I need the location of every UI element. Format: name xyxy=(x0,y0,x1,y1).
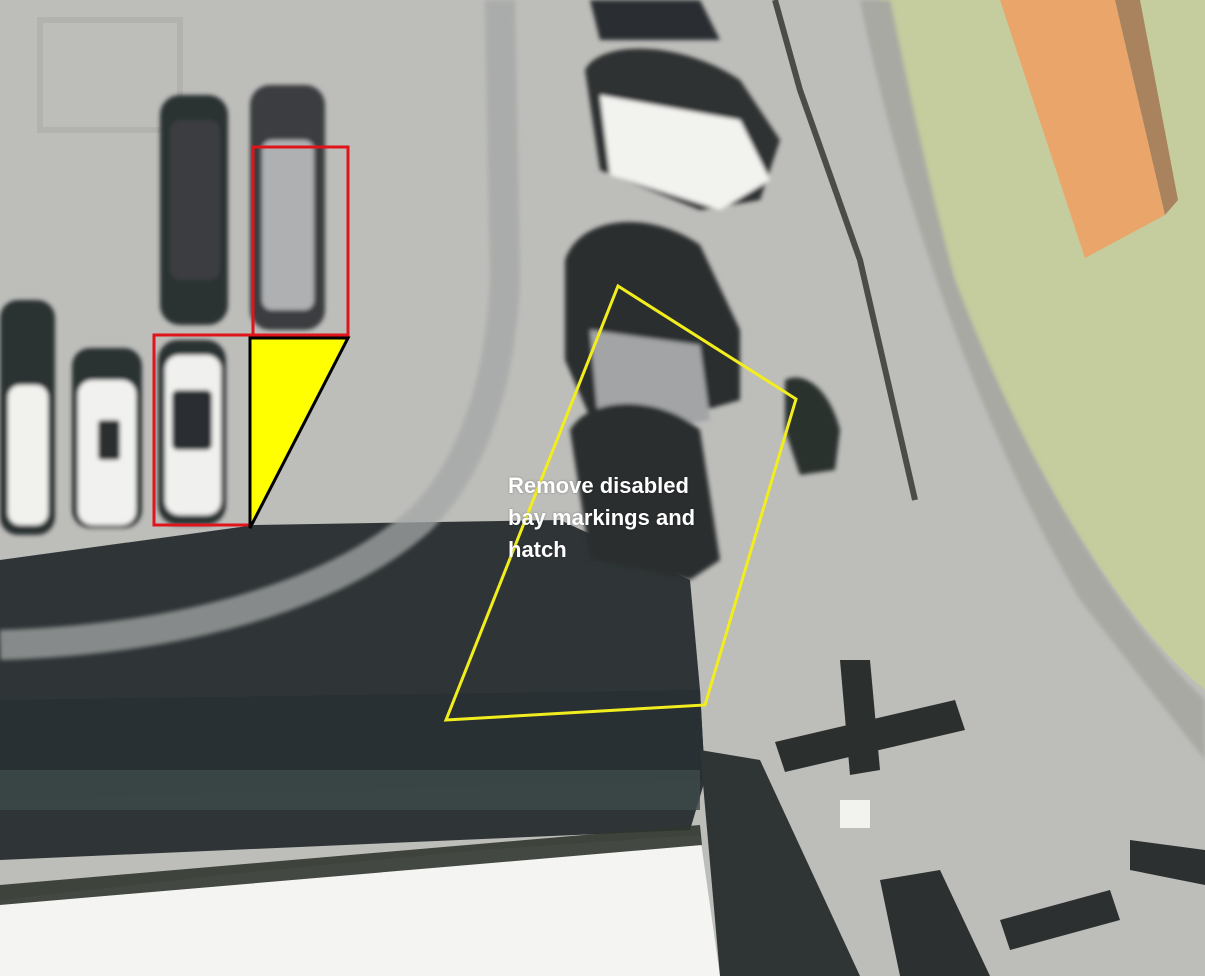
post-shadow-2 xyxy=(840,660,880,775)
post-shadow-5 xyxy=(1130,840,1205,885)
kerb-line xyxy=(772,0,918,501)
parked-cars-top xyxy=(565,0,840,580)
footpath-curve xyxy=(860,0,1205,760)
orange-roof xyxy=(1000,0,1165,258)
road-edge-strip xyxy=(0,770,700,810)
bay-marking xyxy=(37,17,183,133)
dark-structure xyxy=(700,750,860,976)
white-building xyxy=(0,835,720,976)
building-edge-shadow xyxy=(0,825,702,905)
annotation-label: Remove disabled bay markings and hatch xyxy=(508,470,768,566)
annotation-line-2: bay markings and xyxy=(508,505,696,530)
annotation-line-3: hatch xyxy=(508,537,567,562)
curved-road-band xyxy=(0,0,521,660)
white-patch xyxy=(840,800,870,828)
removal-area-outline xyxy=(443,283,798,722)
annotation-line-1: Remove disabled xyxy=(508,473,689,498)
hatch-triangle-highlight xyxy=(248,336,351,529)
bay-outline-upper xyxy=(251,145,350,337)
post-shadow-3 xyxy=(880,870,990,976)
post-shadow-4 xyxy=(1000,890,1120,950)
roof-shadow xyxy=(1115,0,1178,215)
